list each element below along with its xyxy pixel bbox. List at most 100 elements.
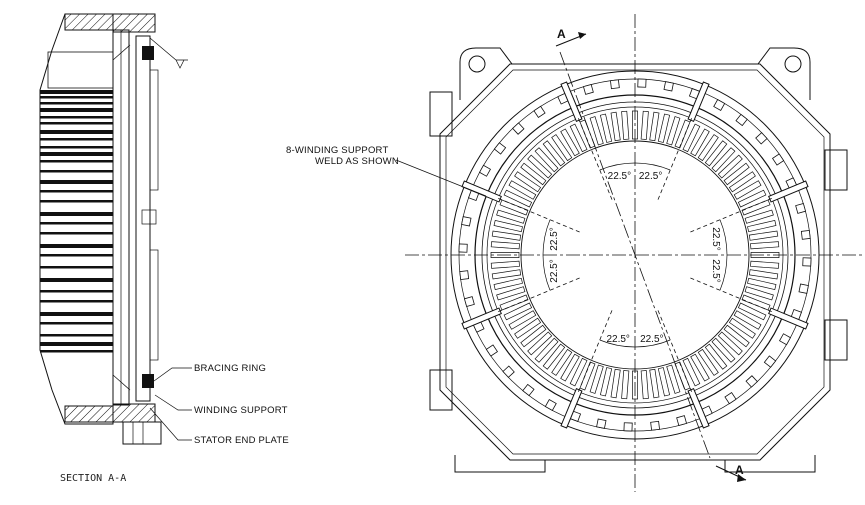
lamination-band [40,254,113,257]
stator-slot [733,180,762,200]
stator-slot [717,154,743,179]
lamination-band [40,138,113,141]
lamination-band [40,266,113,269]
bolt-hole [582,83,594,95]
stator-slot [610,368,621,399]
stator-slot [711,147,736,173]
bolt-hole [735,113,748,127]
stator-slot [503,302,533,321]
stator-slot [733,310,762,330]
lamination-band [40,232,113,235]
angle-label: 22.5° [608,171,631,182]
stator-slot [599,113,613,143]
angle-arc [719,219,728,291]
stator-slot [747,277,777,291]
bolt-hole [745,375,758,388]
stator-slot [560,353,580,382]
winding-support [687,81,710,122]
angle-ray [496,197,580,233]
stator-slot [610,111,621,142]
bolt-hole [459,270,470,280]
angle-label: 22.5° [549,227,560,250]
winding-support [687,388,710,429]
lamination-band [40,96,113,99]
stator-slot [744,209,774,224]
bracing-ring-top [142,46,154,60]
bolt-hole [493,142,507,155]
angle-arc [599,339,671,348]
stator-slot [704,343,728,370]
bolt-hole [512,122,525,135]
lamination-band [40,312,113,316]
stator-slot [534,337,559,363]
core-top-block [47,51,114,89]
stator-slot [569,357,588,387]
bolt-hole [798,283,809,294]
stator-slot [496,209,526,224]
section-line-a [559,51,711,459]
lamination-band [40,102,113,105]
winding-support [560,81,583,122]
lamination-band [40,146,113,149]
stator-slot [682,123,701,153]
lamination-band [40,212,113,216]
winding-support-bar [135,35,151,402]
stator-slot [514,317,542,339]
angle-label: 22.5° [640,334,663,345]
stator-slot [723,162,750,186]
lamination-band [40,322,113,325]
lamination-band [40,152,113,156]
angle-ray [657,116,693,200]
stator-slot [589,364,604,394]
lamination-band [40,300,113,303]
lifting-lug-right [757,47,811,100]
bolt-hole [479,164,491,177]
stator-slot [704,140,728,167]
angle-ray [577,116,613,200]
bolt-hole [522,383,535,397]
angle-ray [690,277,774,313]
angle-dimensions: 22.5°22.5°22.5°22.5°22.5°22.5°22.5°22.5° [496,116,774,394]
stator-slot [744,286,774,301]
bolt-hole [463,296,475,308]
bolt-hole [763,355,777,368]
stator-slot [508,310,537,330]
lamination-band [40,244,113,248]
bolt-hole [724,391,737,405]
stator-slot [748,230,779,241]
frame-bolt-holes [458,78,812,432]
winding-support [461,307,502,330]
stator-slot [728,171,756,193]
stator-slot [490,241,520,250]
bolt-hole [676,415,688,427]
stator-slot [640,110,649,140]
bracing-ring-bottom [142,374,154,388]
bolt-hole [637,78,647,88]
frame-top-hatch [64,13,114,31]
foot-right-upper [824,149,848,191]
angle-ray [690,197,774,233]
stator-slot [649,111,660,142]
bolt-hole [533,105,546,119]
bolt-hole [502,365,515,378]
stator-slot [542,343,566,370]
stator-slot [657,367,671,397]
stator-slot [728,317,756,339]
stator-slot [503,189,533,208]
stator-slot [723,324,750,348]
note-line-2: WELD AS SHOWN [315,156,399,167]
angle-label: 22.5° [710,259,721,282]
stator-slot [640,370,649,400]
stator-slot [491,269,522,280]
stator-core-profile [39,13,114,425]
stator-slot [697,134,719,162]
stator-slot [737,189,767,208]
plan-view: A A 22.5°22.5°22.5°22.5°22.5°22.5°22.5°2… [286,14,862,492]
stator-slot [741,294,771,311]
stator-slot [527,154,553,179]
lamination-band [40,290,113,293]
bolt-hole [461,216,472,227]
bolt-hole [795,202,807,214]
